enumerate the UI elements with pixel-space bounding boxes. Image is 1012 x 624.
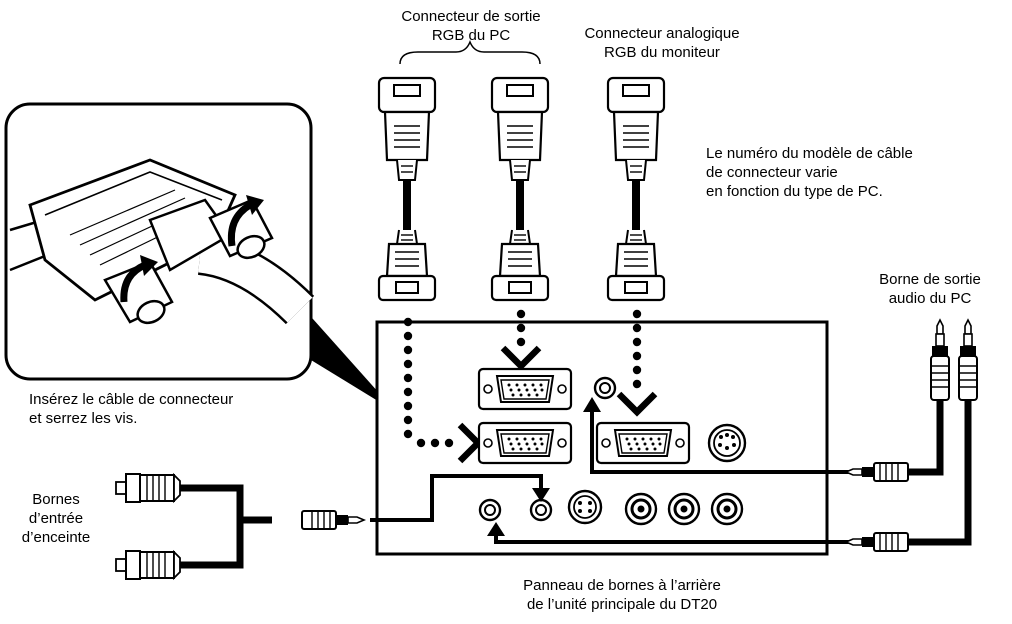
label-line: Connecteur de sortie bbox=[401, 8, 541, 25]
dotted-path-3 bbox=[632, 309, 642, 389]
audio-jack-2 bbox=[529, 498, 553, 522]
dotted-path-1 bbox=[403, 317, 454, 448]
label-line: d’enceinte bbox=[21, 529, 91, 546]
audio-input-jack bbox=[593, 376, 617, 400]
rca-socket-2 bbox=[667, 492, 701, 526]
rca-plug-2 bbox=[115, 550, 181, 580]
dotted-path-2 bbox=[516, 309, 526, 347]
din-socket bbox=[707, 423, 747, 463]
label-line: audio du PC bbox=[888, 290, 972, 307]
rgb-input-socket-1 bbox=[477, 367, 573, 411]
label-line: Borne de sortie bbox=[879, 271, 981, 288]
label-line: RGB du moniteur bbox=[604, 44, 720, 61]
pc-audio-plug-2 bbox=[958, 319, 978, 401]
label-line: Bornes bbox=[32, 491, 80, 508]
pc-audio-plug-1 bbox=[930, 319, 950, 401]
rgb-plug-top-1 bbox=[377, 76, 437, 182]
audio-plug-h-1 bbox=[845, 462, 909, 482]
inset-illustration bbox=[4, 102, 396, 412]
terminal-panel bbox=[375, 320, 829, 556]
label-line: de connecteur varie bbox=[706, 164, 838, 181]
label-line: Panneau de bornes à l’arrière bbox=[523, 577, 721, 594]
rca-plug-1 bbox=[115, 473, 181, 503]
pc-rgb-output-label: Connecteur de sortie RGB du PC bbox=[356, 7, 586, 45]
rgb-output-socket bbox=[595, 421, 691, 465]
panel-caption: Panneau de bornes à l’arrière de l’unité… bbox=[462, 576, 782, 614]
rca-socket-3 bbox=[710, 492, 744, 526]
rgb-plug-top-2 bbox=[490, 76, 550, 182]
speaker-input-label: Bornes d’entrée d’enceinte bbox=[14, 490, 98, 547]
vga-plug-bottom-2 bbox=[490, 228, 550, 302]
rgb-plug-top-3 bbox=[606, 76, 666, 182]
speaker-mini-plug bbox=[301, 510, 365, 530]
speaker-cable bbox=[180, 474, 550, 569]
label-line: de l’unité principale du DT20 bbox=[526, 596, 718, 613]
pc-audio-output-label: Borne de sortie audio du PC bbox=[848, 270, 1012, 308]
s-video-socket bbox=[567, 489, 603, 525]
label-line: RGB du PC bbox=[431, 27, 511, 44]
monitor-rgb-label: Connecteur analogique RGB du moniteur bbox=[548, 24, 776, 62]
rgb-input-socket-2 bbox=[477, 421, 573, 465]
label-line: Insérez le câble de connecteur bbox=[29, 391, 234, 408]
cable-model-note: Le numéro du modèle de câble de connecte… bbox=[706, 144, 913, 201]
insert-cable-instruction: Insérez le câble de connecteur et serrez… bbox=[29, 390, 233, 428]
vga-plug-bottom-1 bbox=[377, 228, 437, 302]
audio-jack-1 bbox=[478, 498, 502, 522]
audio-plug-h-2 bbox=[845, 532, 909, 552]
rgb-cables bbox=[403, 150, 640, 230]
rca-socket-1 bbox=[624, 492, 658, 526]
pc-audio-cables bbox=[487, 397, 972, 546]
label-brace bbox=[399, 39, 541, 65]
label-line: Le numéro du modèle de câble bbox=[706, 145, 913, 162]
label-line: en fonction du type de PC. bbox=[706, 183, 883, 200]
label-line: Connecteur analogique bbox=[584, 25, 740, 42]
label-line: et serrez les vis. bbox=[29, 410, 138, 427]
vga-plug-bottom-3 bbox=[606, 228, 666, 302]
label-line: d’entrée bbox=[28, 510, 84, 527]
